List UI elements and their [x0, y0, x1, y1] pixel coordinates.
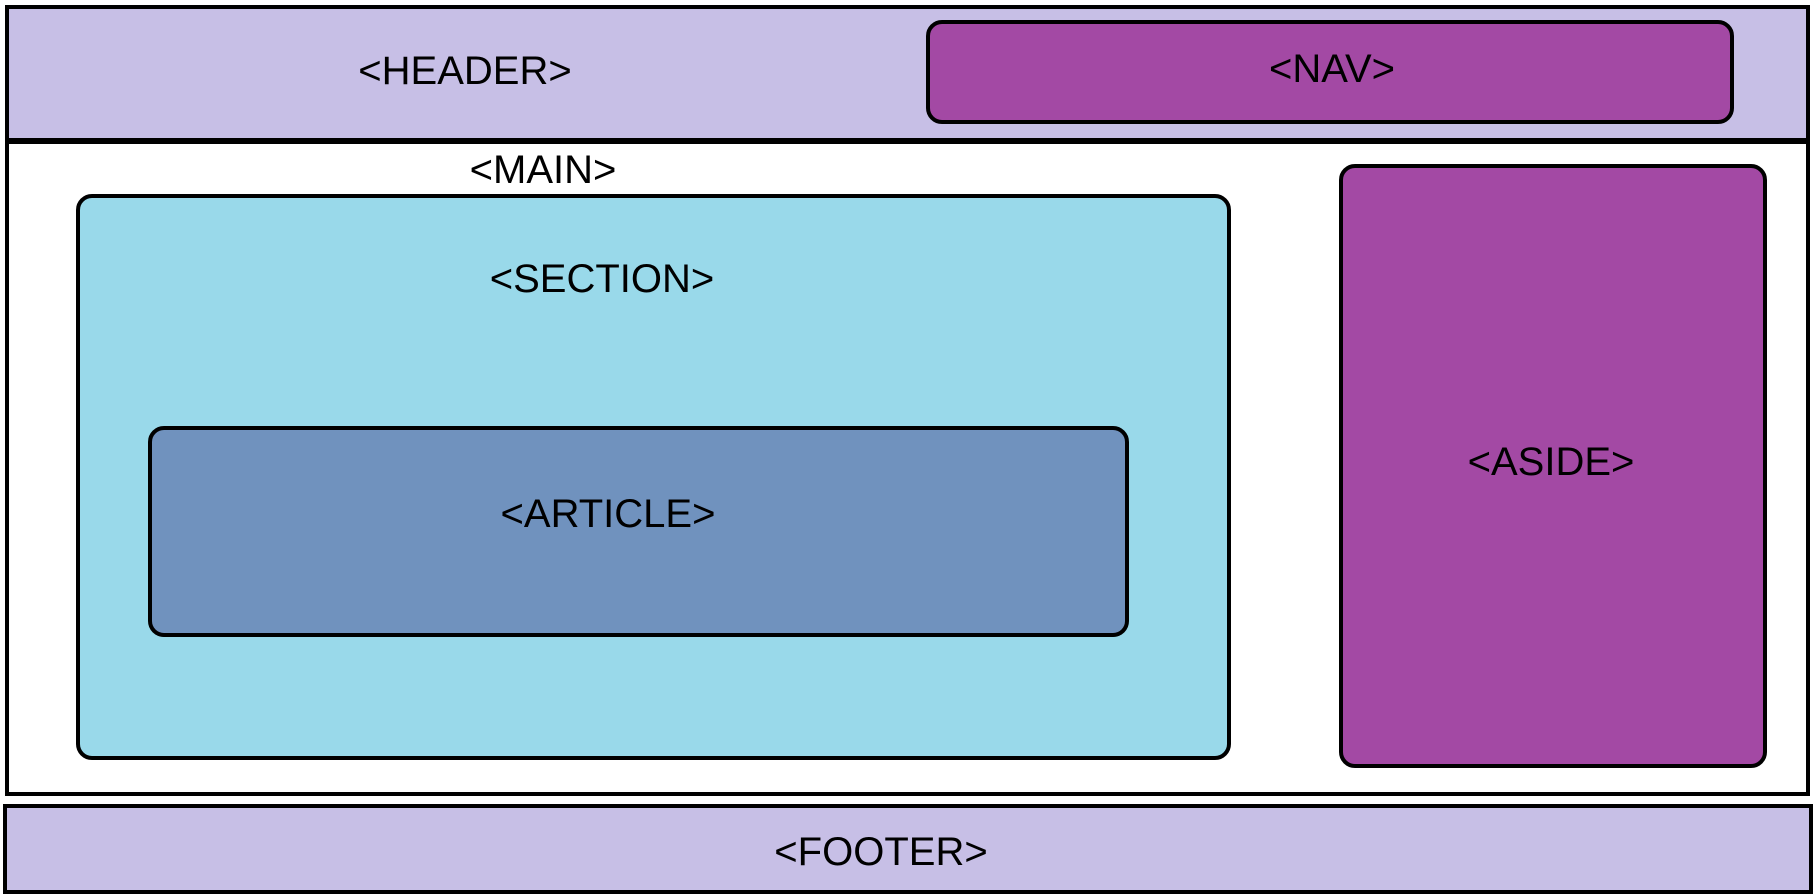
footer-label: <FOOTER>	[774, 830, 988, 874]
section-label: <SECTION>	[489, 257, 715, 301]
header-label: <HEADER>	[358, 49, 572, 93]
nav-region	[926, 20, 1734, 124]
article-region	[148, 426, 1129, 637]
footer-region	[3, 804, 1813, 894]
article-label: <ARTICLE>	[500, 492, 716, 536]
aside-label: <ASIDE>	[1467, 440, 1635, 484]
aside-region	[1339, 164, 1767, 768]
main-label: <MAIN>	[469, 148, 617, 192]
nav-label: <NAV>	[1269, 47, 1395, 91]
